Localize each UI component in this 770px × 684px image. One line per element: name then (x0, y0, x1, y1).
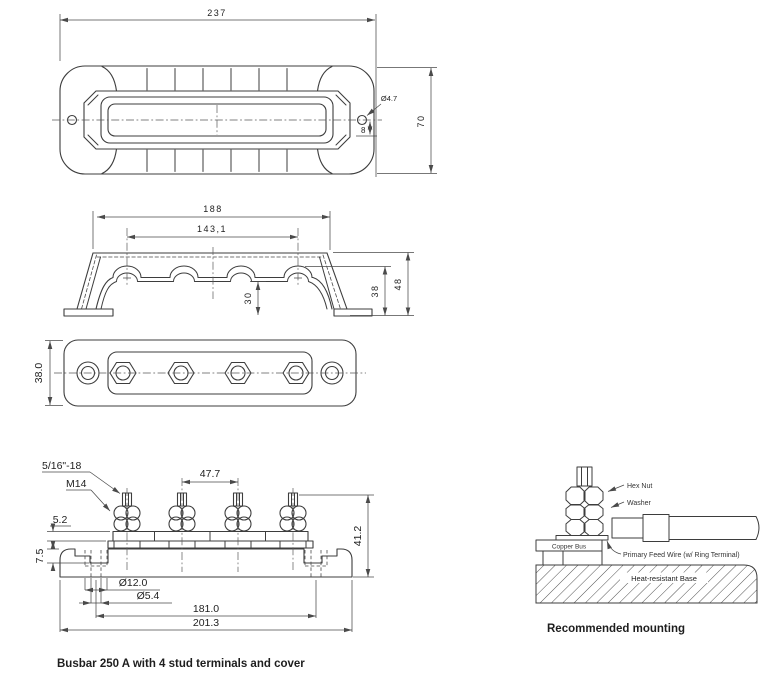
dim-cover-height: 70 (416, 114, 426, 127)
dim-cover-width: 237 (207, 8, 227, 18)
label-hex-nut: Hex Nut (627, 483, 652, 490)
busbar-front-view: 5/16"-18 M14 47.7 5.2 7.5 Ø12.0 Ø5.4 181… (34, 460, 374, 633)
page-title: Busbar 250 A with 4 stud terminals and c… (57, 658, 305, 670)
dim-cover-outer-width: 188 (203, 204, 223, 214)
cover-side-view: 188 143,1 30 38 48 (63, 204, 414, 317)
dim-hole-span: 181.0 (193, 603, 219, 615)
dim-stud-span: 143,1 (197, 224, 227, 234)
dim-counterbore: Ø12.0 (119, 577, 148, 589)
dim-cover-hole-offset: 8 (361, 126, 366, 135)
dim-inner-height: 30 (243, 291, 253, 304)
mounting-stud (576, 466, 593, 487)
cover-side-geometry (63, 252, 373, 317)
dim-hole: Ø5.4 (137, 590, 160, 602)
label-stud-thread: 5/16"-18 (42, 460, 81, 472)
base-label-backplate (620, 572, 708, 583)
base-top-dimensions (45, 340, 63, 406)
dim-cover-hole-dia: Ø4.7 (381, 94, 397, 103)
label-feed-wire: Primary Feed Wire (w/ Ring Terminal) (623, 552, 740, 559)
label-washer: Washer (627, 500, 652, 507)
dim-mid-height: 38 (370, 284, 380, 297)
busbar-front-dimensions (42, 471, 374, 633)
dim-bus-thickness: 5.2 (53, 514, 68, 526)
dim-step: 7.5 (34, 549, 46, 564)
cover-top-view: 237 70 Ø4.7 8 (52, 8, 437, 177)
dim-stud-pitch: 47.7 (200, 468, 221, 480)
dim-base-depth: 38.0 (33, 363, 45, 384)
stud-terminal-3 (224, 492, 252, 532)
dim-total-height: 48 (393, 277, 403, 290)
label-copper-bus: Copper Bus (552, 544, 587, 551)
label-nut-thread: M14 (66, 478, 87, 490)
mounting-leaders (606, 484, 625, 555)
busbar-front-geometry (59, 492, 353, 578)
washer-plate (107, 540, 314, 549)
base-top-view: 38.0 (33, 339, 366, 407)
mounting-caption: Recommended mounting (547, 623, 685, 635)
label-heat-resistant-base: Heat-resistant Base (631, 574, 697, 583)
heat-resistant-base-body (535, 564, 758, 604)
mounting-geometry (535, 466, 760, 566)
dim-busbar-height: 41.2 (352, 526, 364, 547)
bus-pedestal (542, 550, 603, 566)
mounting-detail: Hex Nut Washer Copper Bus Primary Feed W… (535, 466, 760, 635)
ring-terminal (555, 535, 609, 541)
dim-total-length: 201.3 (193, 617, 219, 629)
stud-centerlines (126, 478, 294, 572)
feed-wire (611, 514, 760, 542)
cover-top-dimensions (59, 14, 437, 177)
busbar-front-hidden-lines (84, 550, 328, 577)
cover-side-dimensions (92, 211, 414, 316)
base-body (59, 548, 353, 578)
